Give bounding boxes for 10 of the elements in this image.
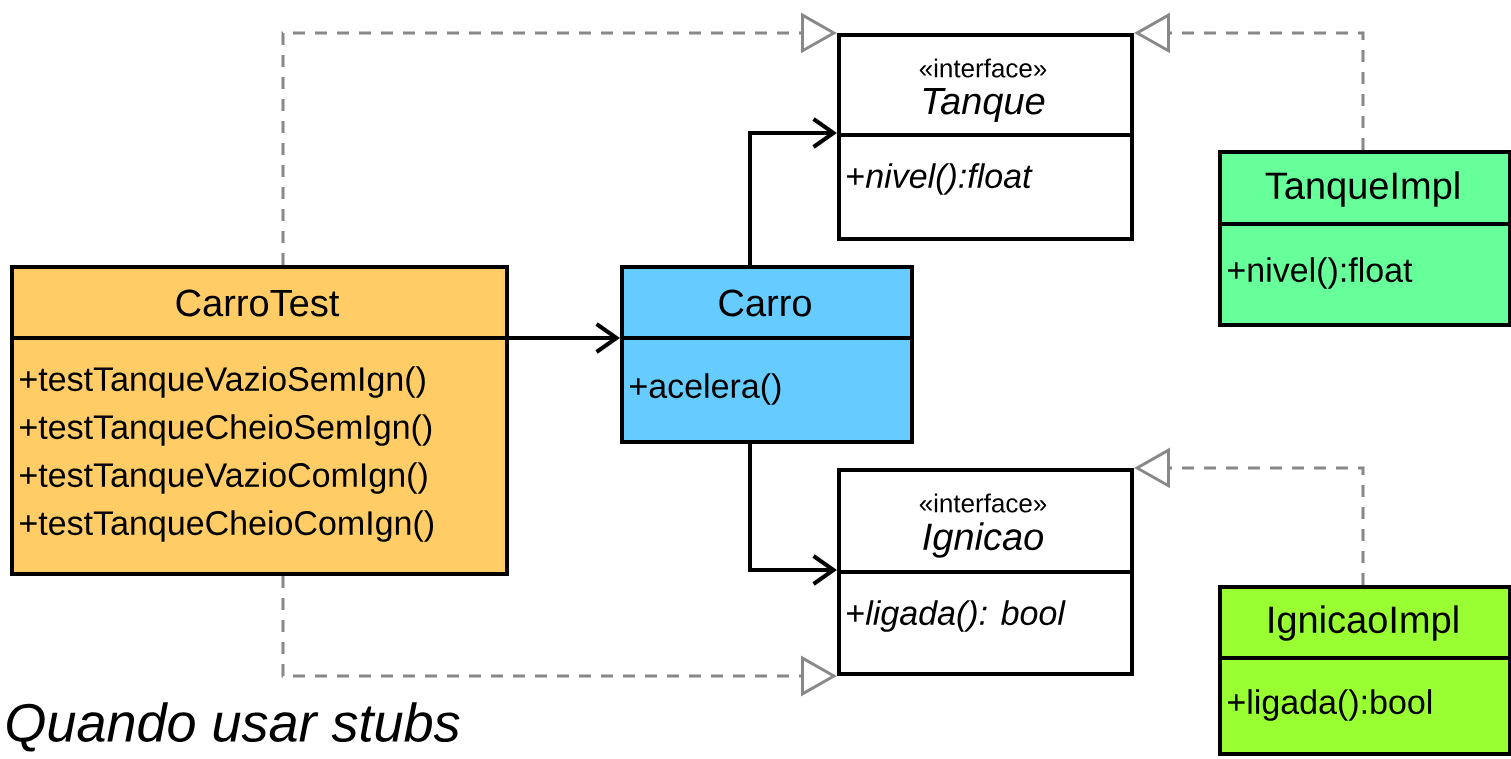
class-box: TanqueImpl +nivel():float [1218, 150, 1511, 327]
class-box: Carro +acelera() [620, 265, 914, 444]
class-box: «interface» Tanque +nivel():float [837, 33, 1134, 241]
class-box: «interface» Ignicao +ligada(): bool [837, 468, 1134, 676]
slide-title: Quando usar stubs [7, 702, 460, 752]
arrow [748, 117, 837, 265]
class-box: CarroTest +testTanqueVazioSemIgn() +testTanqueCheioSemIgn() +testTanqueVazioComIgn() +testTanqueCheioComIgn() [10, 265, 509, 576]
class-box: IgnicaoImpl +ligada():bool [1218, 585, 1511, 756]
arrow [509, 322, 620, 354]
arrow [748, 444, 837, 586]
